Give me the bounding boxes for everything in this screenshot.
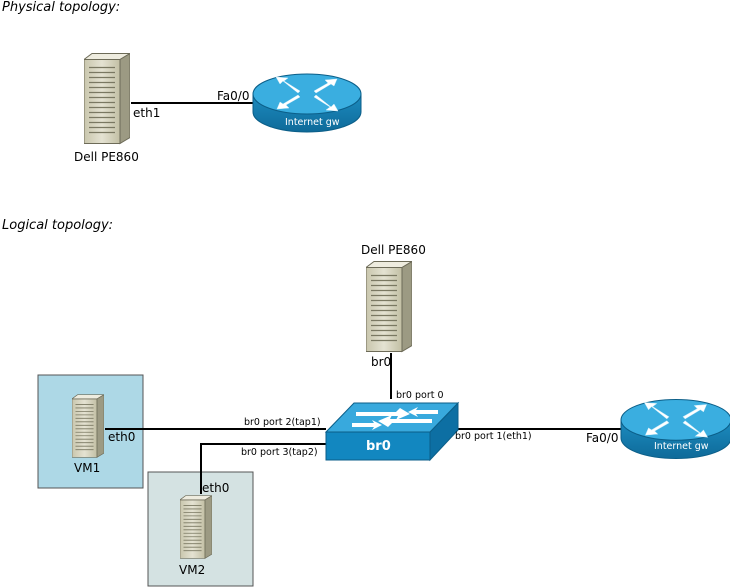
- bridge-port0-label: br0 port 0: [396, 390, 444, 401]
- physical-server-interface: eth1: [133, 106, 161, 120]
- bridge-port2-label: br0 port 2(tap1): [244, 417, 321, 428]
- physical-server-name: Dell PE860: [74, 150, 139, 164]
- logical-router-interface: Fa0/0: [586, 431, 619, 445]
- vm1-name: VM1: [74, 461, 101, 475]
- vm2-interface: eth0: [202, 481, 230, 495]
- physical-server: [84, 52, 130, 145]
- logical-server: [366, 260, 412, 353]
- physical-router-name: Internet gw: [285, 117, 340, 128]
- bridge-name: br0: [366, 439, 391, 454]
- logical-server-name: Dell PE860: [361, 243, 426, 257]
- vm2-server: [180, 495, 212, 559]
- vm1-server: [72, 394, 104, 458]
- logical-router-name: Internet gw: [654, 441, 709, 452]
- vm1-interface: eth0: [108, 430, 136, 444]
- link-vm2-bridge: [200, 443, 326, 494]
- logical-topology-title: Logical topology:: [2, 218, 114, 233]
- bridge-port1-label: br0 port 1(eth1): [455, 431, 532, 442]
- logical-server-interface: br0: [371, 355, 392, 369]
- bridge-switch-icon: [324, 401, 460, 462]
- physical-router-interface: Fa0/0: [217, 89, 250, 103]
- bridge-port3-label: br0 port 3(tap2): [241, 447, 318, 458]
- vm2-name: VM2: [179, 563, 206, 577]
- physical-topology-title: Physical topology:: [2, 0, 121, 15]
